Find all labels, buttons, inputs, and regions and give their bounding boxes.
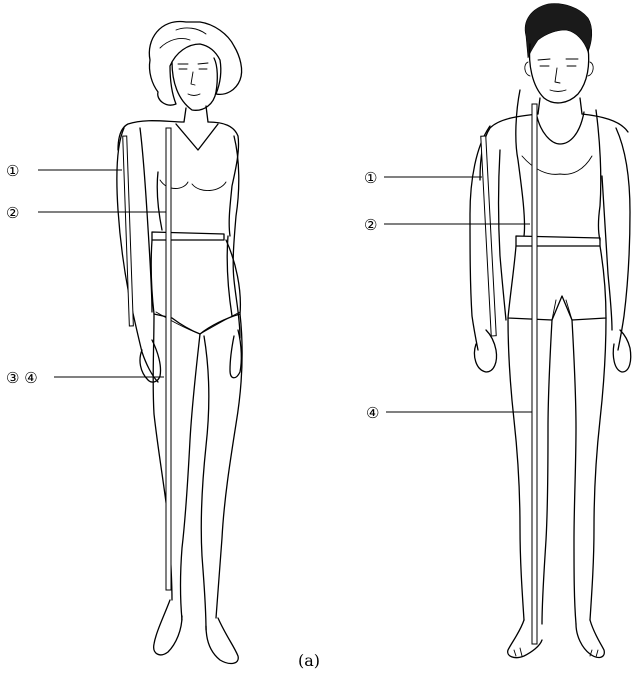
female-figure xyxy=(117,22,242,664)
female-marker-34: ③ ④ xyxy=(6,369,38,387)
male-face xyxy=(530,44,589,103)
female-hair xyxy=(149,22,241,106)
female-marker-1: ① xyxy=(6,162,19,180)
female-face xyxy=(172,58,217,110)
male-arm-tape xyxy=(481,136,496,336)
male-tapes xyxy=(481,104,537,644)
male-hair xyxy=(525,4,592,58)
male-marker-4: ④ xyxy=(366,404,379,422)
figure-caption: (a) xyxy=(298,651,320,670)
male-tank-top xyxy=(516,90,601,240)
male-body-tape xyxy=(532,104,537,644)
male-marker-2: ② xyxy=(364,216,377,234)
female-torso xyxy=(118,121,239,236)
female-marker-2: ② xyxy=(6,204,19,222)
female-right-arm xyxy=(227,136,240,338)
male-marker-1: ① xyxy=(364,169,377,187)
male-legs xyxy=(508,318,606,624)
male-feet xyxy=(508,620,605,658)
female-arm-tape xyxy=(123,136,134,326)
female-body-tape xyxy=(166,128,171,590)
female-shoes xyxy=(154,600,239,663)
female-tapes xyxy=(123,128,171,590)
male-shorts xyxy=(508,246,606,320)
